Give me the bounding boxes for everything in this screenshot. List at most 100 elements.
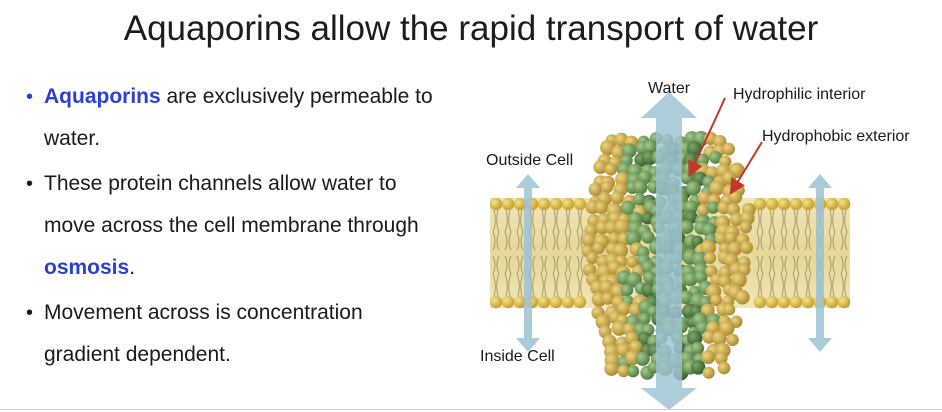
lipid-tail: [768, 209, 776, 251]
lipid-tail: [552, 255, 560, 297]
lipid-head: [789, 295, 803, 309]
lipid-head: [501, 295, 515, 309]
protein-sphere: [581, 232, 597, 248]
protein-sphere: [679, 290, 694, 305]
lipid-tail: [780, 255, 788, 297]
lipid-tail: [492, 255, 500, 297]
lipid-head: [753, 197, 767, 211]
protein-sphere: [616, 301, 631, 316]
protein-sphere: [691, 360, 706, 375]
bullet-text: These protein channels allow water to mo…: [44, 172, 419, 237]
inside-cell-label: Inside Cell: [480, 348, 555, 365]
lipid-tail: [540, 209, 548, 251]
lipid-head: [801, 197, 815, 211]
lipid-tail: [828, 255, 836, 297]
outside-cell-label: Outside Cell: [486, 152, 574, 169]
lipid-head: [537, 197, 551, 211]
lipid-head: [837, 197, 851, 211]
protein-sphere: [593, 159, 608, 175]
lipid-tail: [756, 255, 764, 297]
protein-sphere: [696, 321, 710, 335]
protein-sphere: [701, 350, 716, 365]
lipid-head: [573, 197, 587, 211]
protein-sphere: [626, 255, 639, 268]
protein-sphere: [604, 361, 619, 376]
protein-sphere: [600, 181, 614, 194]
protein-sphere: [684, 200, 698, 215]
protein-sphere: [683, 272, 698, 287]
lipid-head: [513, 295, 527, 309]
lipid-head: [753, 295, 767, 309]
lipid-tail: [576, 209, 584, 251]
lipid-tail: [552, 209, 560, 251]
lipid-tail: [540, 255, 548, 297]
bullet-dot-icon: •: [26, 302, 34, 324]
protein-sphere: [706, 201, 720, 214]
lipid-head: [549, 295, 563, 309]
highlight-term: Aquaporins: [44, 85, 161, 108]
lipid-tail: [840, 209, 848, 251]
protein-sphere: [641, 230, 655, 244]
protein-sphere: [722, 171, 736, 185]
protein-sphere: [714, 351, 728, 365]
hydrophobic-label: Hydrophobic exterior: [762, 128, 910, 145]
lipid-tail: [840, 255, 848, 297]
bullet-text: .: [129, 256, 136, 279]
protein-sphere: [694, 270, 708, 284]
protein-sphere: [728, 190, 743, 204]
bullet-item: • Aquaporins are exclusively permeable t…: [24, 76, 444, 160]
lipid-head: [501, 197, 515, 211]
lipid-head: [537, 295, 551, 309]
hydrophilic-pointer: [688, 97, 726, 178]
lipid-heads: [489, 197, 851, 309]
protein-sphere: [633, 179, 648, 195]
protein-sphere: [638, 312, 651, 325]
side-water-arrow-left: [516, 174, 540, 352]
protein-sphere: [710, 294, 723, 307]
protein-sphere: [686, 181, 701, 196]
bullet-list: • Aquaporins are exclusively permeable t…: [24, 76, 444, 376]
protein-sphere: [617, 364, 630, 378]
protein-sphere: [726, 202, 741, 217]
protein-sphere: [588, 182, 603, 197]
protein-sphere: [739, 220, 752, 234]
protein-sphere: [731, 272, 747, 288]
lipid-tail: [756, 209, 764, 251]
lipid-head: [561, 197, 575, 211]
lipid-tail: [516, 255, 524, 297]
lipid-head: [513, 197, 527, 211]
lipid-head: [837, 295, 851, 309]
bullet-dot-icon: •: [26, 86, 34, 108]
protein-sphere: [621, 143, 637, 158]
lipid-tail: [792, 209, 800, 251]
lipid-head: [489, 295, 503, 309]
protein-sphere: [702, 330, 716, 344]
protein-sphere: [635, 351, 650, 366]
lipid-head: [765, 197, 779, 211]
lipid-head: [825, 295, 839, 309]
protein-sphere: [724, 231, 738, 245]
bullet-item: • Movement across is concentration gradi…: [24, 292, 444, 376]
water-channel-arrow: [641, 92, 697, 410]
aquaporin-diagram: Water Hydrophilic interior Hydrophobic e…: [470, 70, 942, 412]
protein-sphere: [604, 163, 618, 176]
lipid-tail: [564, 255, 572, 297]
protein-sphere: [601, 292, 615, 305]
bullet-dot-icon: •: [26, 173, 34, 195]
protein-sphere: [611, 320, 627, 336]
protein-sphere: [697, 191, 712, 205]
lipid-tail: [564, 209, 572, 251]
lipid-tail: [504, 209, 512, 251]
footer-divider: [0, 409, 942, 410]
side-water-arrow-right: [808, 174, 832, 352]
lipid-tail: [492, 209, 500, 251]
protein-sphere: [595, 220, 610, 235]
protein-sphere: [714, 232, 728, 245]
protein-sphere: [679, 220, 694, 235]
slide-title: Aquaporins allow the rapid transport of …: [123, 9, 819, 48]
lipid-tail: [516, 209, 524, 251]
protein-sphere: [692, 251, 708, 267]
protein-sphere: [611, 145, 625, 160]
lipid-head: [789, 197, 803, 211]
